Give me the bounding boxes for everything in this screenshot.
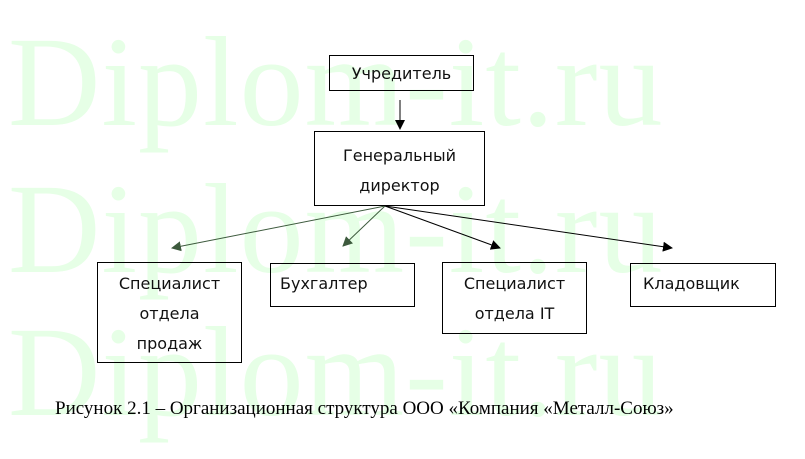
node-label: продаж [136, 334, 203, 353]
node-label: Специалист [463, 274, 566, 293]
node-storekeeper: Кладовщик [630, 263, 776, 307]
node-founder: Учредитель [329, 55, 474, 91]
node-accountant: Бухгалтер [270, 263, 415, 307]
node-it-specialist: Специалист отдела IT [442, 262, 587, 334]
node-label: отдела [139, 304, 200, 323]
node-label: Кладовщик [643, 274, 740, 293]
node-label: директор [359, 176, 440, 195]
node-label: Учредитель [351, 64, 452, 83]
figure-caption: Рисунок 2.1 – Организационная структура … [55, 398, 674, 419]
watermark-text: Diplom-it.ru [8, 301, 664, 443]
edge-director-storekeeper [384, 205, 673, 252]
edge-director-accountant [342, 205, 386, 247]
watermark-text: Diplom-it.ru [8, 11, 664, 153]
node-label: Бухгалтер [280, 274, 368, 293]
node-label: отдела IT [474, 304, 555, 323]
watermark-text: Diplom-it.ru [8, 158, 664, 300]
node-label: Генеральный [342, 146, 456, 165]
node-general-director: Генеральный директор [314, 131, 485, 206]
edge-director-it [384, 205, 501, 250]
node-label: Специалист [118, 274, 221, 293]
edge-director-sales [171, 205, 386, 252]
node-sales-specialist: Специалист отдела продаж [97, 262, 242, 363]
